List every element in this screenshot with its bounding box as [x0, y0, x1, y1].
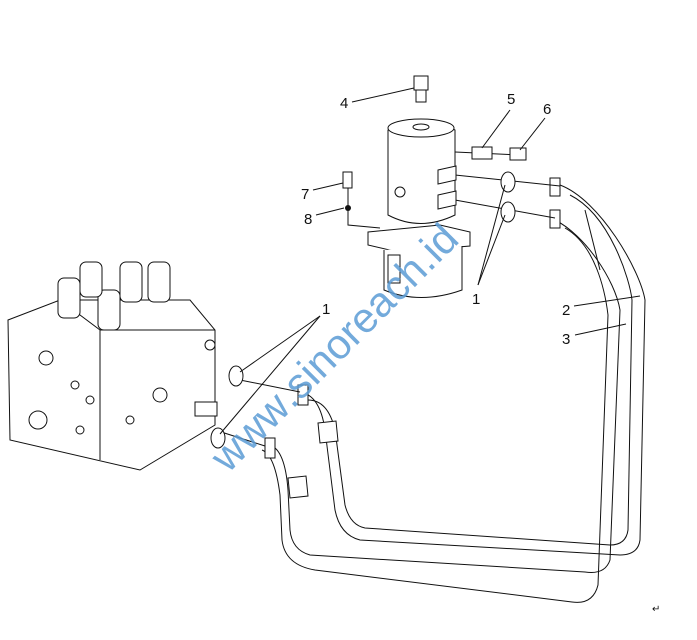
callout-5: 5 — [507, 91, 515, 108]
callout-8: 8 — [304, 211, 312, 228]
leader-lines — [219, 87, 641, 435]
callout-1-valve: 1 — [322, 301, 330, 318]
callout-2: 2 — [562, 302, 570, 319]
callout-4: 4 — [340, 95, 348, 112]
callout-1-swivel: 1 — [472, 291, 480, 308]
hose-assemblies — [261, 177, 646, 603]
fittings — [210, 75, 527, 449]
swivel-joint — [367, 118, 471, 298]
return-mark: ↵ — [652, 604, 660, 615]
callout-3: 3 — [562, 331, 570, 348]
callout-6: 6 — [543, 101, 551, 118]
control-valve — [7, 261, 218, 471]
callout-7: 7 — [301, 186, 309, 203]
